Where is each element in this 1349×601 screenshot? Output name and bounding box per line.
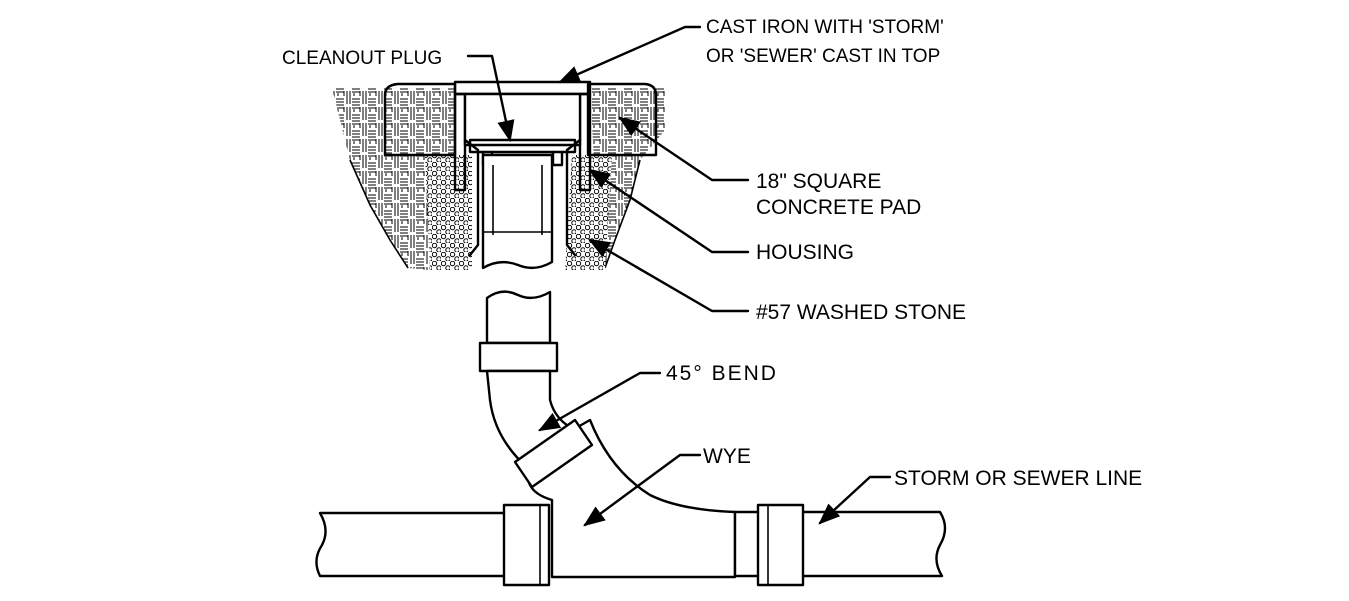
label-concrete-pad-1: 18" SQUARE bbox=[756, 170, 881, 193]
label-cast-iron-1: CAST IRON WITH 'STORM' bbox=[706, 17, 944, 38]
riser-pipe-lower bbox=[485, 290, 552, 345]
label-washed-stone: #57 WASHED STONE bbox=[756, 301, 966, 324]
leader-lines bbox=[466, 25, 892, 527]
label-storm-sewer-line: STORM OR SEWER LINE bbox=[894, 467, 1142, 490]
label-cleanout-plug: CLEANOUT PLUG bbox=[282, 48, 442, 69]
main-line bbox=[315, 503, 947, 587]
cleanout-housing bbox=[463, 92, 582, 257]
riser-pipe-top bbox=[481, 153, 554, 270]
label-housing: HOUSING bbox=[756, 241, 854, 264]
label-45-bend: 45° BEND bbox=[666, 362, 778, 385]
wye-coupling bbox=[513, 418, 594, 489]
bend-coupling bbox=[478, 341, 559, 373]
label-cast-iron-2: OR 'SEWER' CAST IN TOP bbox=[706, 46, 940, 67]
label-concrete-pad-2: CONCRETE PAD bbox=[756, 196, 921, 219]
label-wye: WYE bbox=[703, 445, 751, 468]
wye-fitting bbox=[518, 418, 737, 579]
